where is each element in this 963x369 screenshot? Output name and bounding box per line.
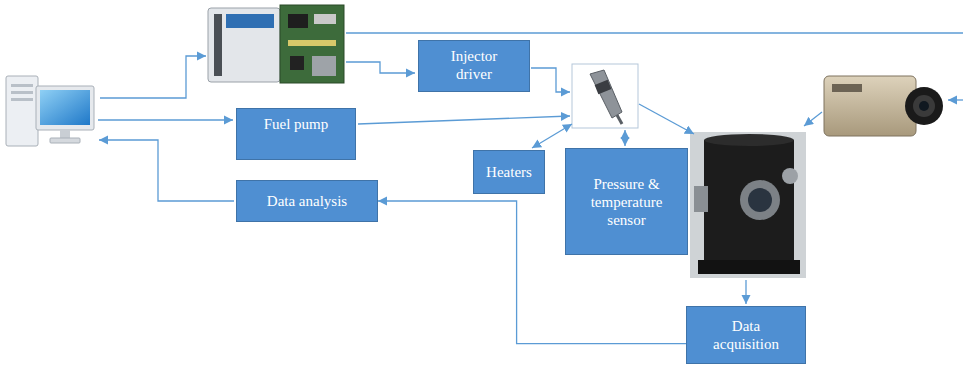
computer-icon — [6, 76, 94, 146]
driver-box: Injector driver — [418, 40, 530, 92]
acquisition-box: Data acquisition — [686, 306, 806, 364]
box-label: Data acquisition — [700, 317, 792, 353]
daq-board-image — [314, 14, 336, 24]
daq-board-image — [208, 5, 344, 83]
signal-wires — [745, 280, 746, 304]
box-label: Heaters — [486, 163, 532, 181]
chamber-image — [782, 168, 798, 184]
chamber-image — [748, 188, 772, 212]
signal-wires — [98, 33, 963, 304]
computer-icon — [11, 84, 33, 87]
signal-wires — [804, 112, 822, 126]
daq-board-image — [288, 40, 336, 46]
pump-box: Fuel pump — [236, 108, 356, 160]
chamber-image — [694, 186, 708, 212]
computer-icon — [40, 90, 90, 125]
injector-image — [595, 80, 612, 95]
box-label: Fuel pump — [264, 115, 329, 133]
computer-icon — [6, 76, 38, 146]
box-label: Data analysis — [267, 192, 347, 210]
camera-image — [905, 87, 943, 125]
signal-wires — [948, 99, 963, 100]
signal-wires — [532, 124, 572, 148]
camera-image — [824, 76, 943, 136]
daq-board-image — [214, 14, 222, 76]
daq-board-image — [312, 56, 336, 76]
computer-icon — [60, 130, 70, 138]
camera-image — [913, 95, 935, 117]
signal-wires — [639, 104, 694, 134]
sensor-box: Pressure & temperature sensor — [565, 148, 688, 255]
analysis-box: Data analysis — [236, 180, 378, 222]
box-label: Injector driver — [438, 47, 510, 83]
daq-board-image — [288, 14, 308, 28]
injector-image — [617, 115, 622, 124]
computer-icon — [50, 138, 80, 143]
computer-icon — [36, 86, 94, 130]
signal-wires — [98, 119, 233, 120]
signal-wires — [100, 56, 206, 98]
signal-wires — [358, 116, 570, 124]
heater-box: Heaters — [473, 150, 545, 194]
signal-wires — [624, 130, 625, 146]
daq-board-image — [280, 5, 344, 83]
signal-wires — [346, 62, 415, 73]
daq-board-image — [208, 8, 280, 82]
box-label: Pressure & temperature sensor — [574, 175, 680, 229]
computer-icon — [11, 98, 33, 101]
computer-icon — [11, 91, 33, 94]
chamber-image — [698, 260, 800, 274]
chamber-image — [740, 180, 780, 220]
chamber-image — [704, 140, 794, 272]
chamber-image — [690, 132, 806, 278]
camera-image — [832, 84, 862, 92]
chamber-image — [704, 134, 794, 146]
injector-image — [572, 64, 638, 128]
injector-image — [572, 64, 638, 128]
signal-wires — [346, 32, 963, 33]
camera-image — [919, 101, 929, 111]
daq-board-image — [290, 56, 304, 70]
chamber-image — [690, 132, 806, 278]
signal-wires — [531, 68, 570, 92]
signal-wires — [99, 140, 234, 201]
camera-image — [824, 76, 916, 136]
daq-board-image — [226, 14, 274, 28]
injector-image — [590, 70, 622, 118]
